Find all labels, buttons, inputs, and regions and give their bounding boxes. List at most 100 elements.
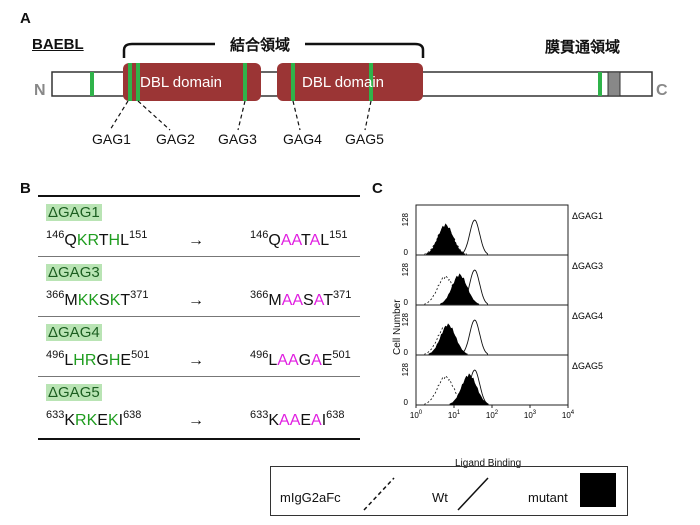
mutant-sequence: 496LAAGAE501 (250, 349, 351, 370)
binding-region-label: 結合領域 (230, 36, 291, 54)
residue: A (311, 412, 322, 429)
gag-marker-c (598, 72, 602, 96)
residue: A (292, 292, 304, 309)
histogram-frame (415, 254, 569, 306)
wild-type-sequence: 633KRKEKI638 (46, 409, 142, 430)
residue-start-number: 633 (250, 409, 269, 421)
dbl-domain-2 (277, 63, 423, 101)
residue: T (300, 232, 310, 249)
histogram-frame (415, 354, 569, 406)
y-axis-label: Cell Number (392, 299, 403, 355)
gag-marker-1 (128, 63, 132, 101)
x-tick-label: 103 (524, 410, 537, 420)
row-divider (38, 316, 360, 317)
mutation-arrow: → (188, 292, 204, 309)
mutant-histogram (440, 273, 480, 306)
mutant-name: ΔGAG5 (46, 384, 102, 401)
x-tick-base: 10 (524, 411, 533, 420)
legend-mutant-swatch (580, 473, 616, 507)
residue: R (84, 352, 97, 369)
residue: L (120, 232, 129, 249)
histogram-title: ΔGAG1 (572, 211, 603, 221)
mutant-name: ΔGAG1 (46, 204, 102, 221)
residue-end-number: 151 (129, 229, 148, 241)
residue: E (300, 412, 312, 429)
residue: K (268, 412, 280, 429)
residue-start-number: 146 (46, 229, 65, 241)
y-tick-top: 128 (401, 312, 410, 326)
residue: E (321, 352, 333, 369)
dbl-domain-1-label: DBL domain (140, 74, 222, 91)
residue: L (320, 232, 330, 249)
residue-end-number: 638 (123, 409, 142, 421)
residue-start-number: 146 (250, 229, 269, 241)
gag1-label: GAG1 (92, 131, 131, 147)
control-histogram (424, 225, 467, 256)
n-terminus-label: N (34, 82, 46, 99)
residue-end-number: 638 (326, 409, 345, 421)
residue: G (298, 352, 312, 369)
mutant-histogram (449, 373, 489, 406)
residue: Q (64, 232, 77, 249)
mutant-histogram (428, 323, 468, 356)
x-tick-exponent: 4 (571, 410, 575, 416)
residue: L (64, 352, 74, 369)
residue: S (99, 292, 110, 309)
legend-wt-label: Wt (432, 490, 448, 505)
residue-end-number: 151 (329, 229, 348, 241)
gag-marker-2 (136, 63, 140, 101)
gag-leader-lines (109, 100, 372, 131)
residue: A (311, 352, 322, 369)
x-tick-label: 104 (562, 410, 575, 420)
mutant-name: ΔGAG4 (46, 324, 102, 341)
mutant-histogram (426, 223, 466, 256)
residue-end-number: 501 (131, 349, 150, 361)
mutant-sequence: 366MAASAT371 (250, 290, 351, 310)
wt-histogram (461, 319, 488, 356)
transmembrane-segment (607, 71, 621, 97)
residue: T (323, 292, 333, 309)
residue: K (88, 292, 100, 309)
table-bottom-rule (38, 438, 360, 440)
panel-a-letter: A (20, 10, 31, 27)
mutation-arrow: → (188, 232, 204, 249)
residue: A (277, 352, 288, 369)
x-tick-label: 100 (410, 410, 423, 420)
gag2-label: GAG2 (156, 131, 195, 147)
residue: A (309, 232, 321, 249)
row-divider (38, 376, 360, 377)
dbl-domain-1 (123, 63, 261, 101)
histogram-title: ΔGAG4 (572, 311, 603, 321)
row-divider (38, 256, 360, 257)
y-tick-bottom: 0 (404, 248, 409, 257)
residue: T (98, 232, 109, 249)
gag-marker-3 (243, 63, 247, 101)
x-axis-label: Ligand Binding (455, 458, 522, 469)
residue: I (118, 412, 124, 429)
y-tick-top: 128 (401, 212, 410, 226)
histogram-title: ΔGAG3 (572, 261, 603, 271)
residue: G (96, 352, 109, 369)
legend-box (270, 466, 628, 516)
residue: K (64, 412, 76, 429)
residue: A (280, 232, 292, 249)
residue-end-number: 501 (332, 349, 351, 361)
c-terminus-label: C (656, 82, 668, 99)
residue-start-number: 496 (250, 349, 269, 361)
mutant-name: ΔGAG3 (46, 264, 102, 281)
residue: E (97, 412, 108, 429)
residue: K (76, 232, 88, 249)
legend-control-label: mIgG2aFc (280, 490, 341, 505)
mutant-sequence: 146QAATAL151 (250, 229, 348, 250)
y-tick-top: 128 (401, 362, 410, 376)
histogram-title: ΔGAG5 (572, 361, 603, 371)
gag3-label: GAG3 (218, 131, 257, 147)
y-tick-bottom: 0 (404, 298, 409, 307)
protein-name: BAEBL (32, 36, 84, 53)
wild-type-sequence: 366MKKSKT371 (46, 290, 149, 310)
dbl-domain-2-label: DBL domain (302, 74, 384, 91)
residue: A (281, 292, 293, 309)
x-tick-exponent: 3 (533, 410, 537, 416)
wt-histogram (461, 219, 488, 256)
